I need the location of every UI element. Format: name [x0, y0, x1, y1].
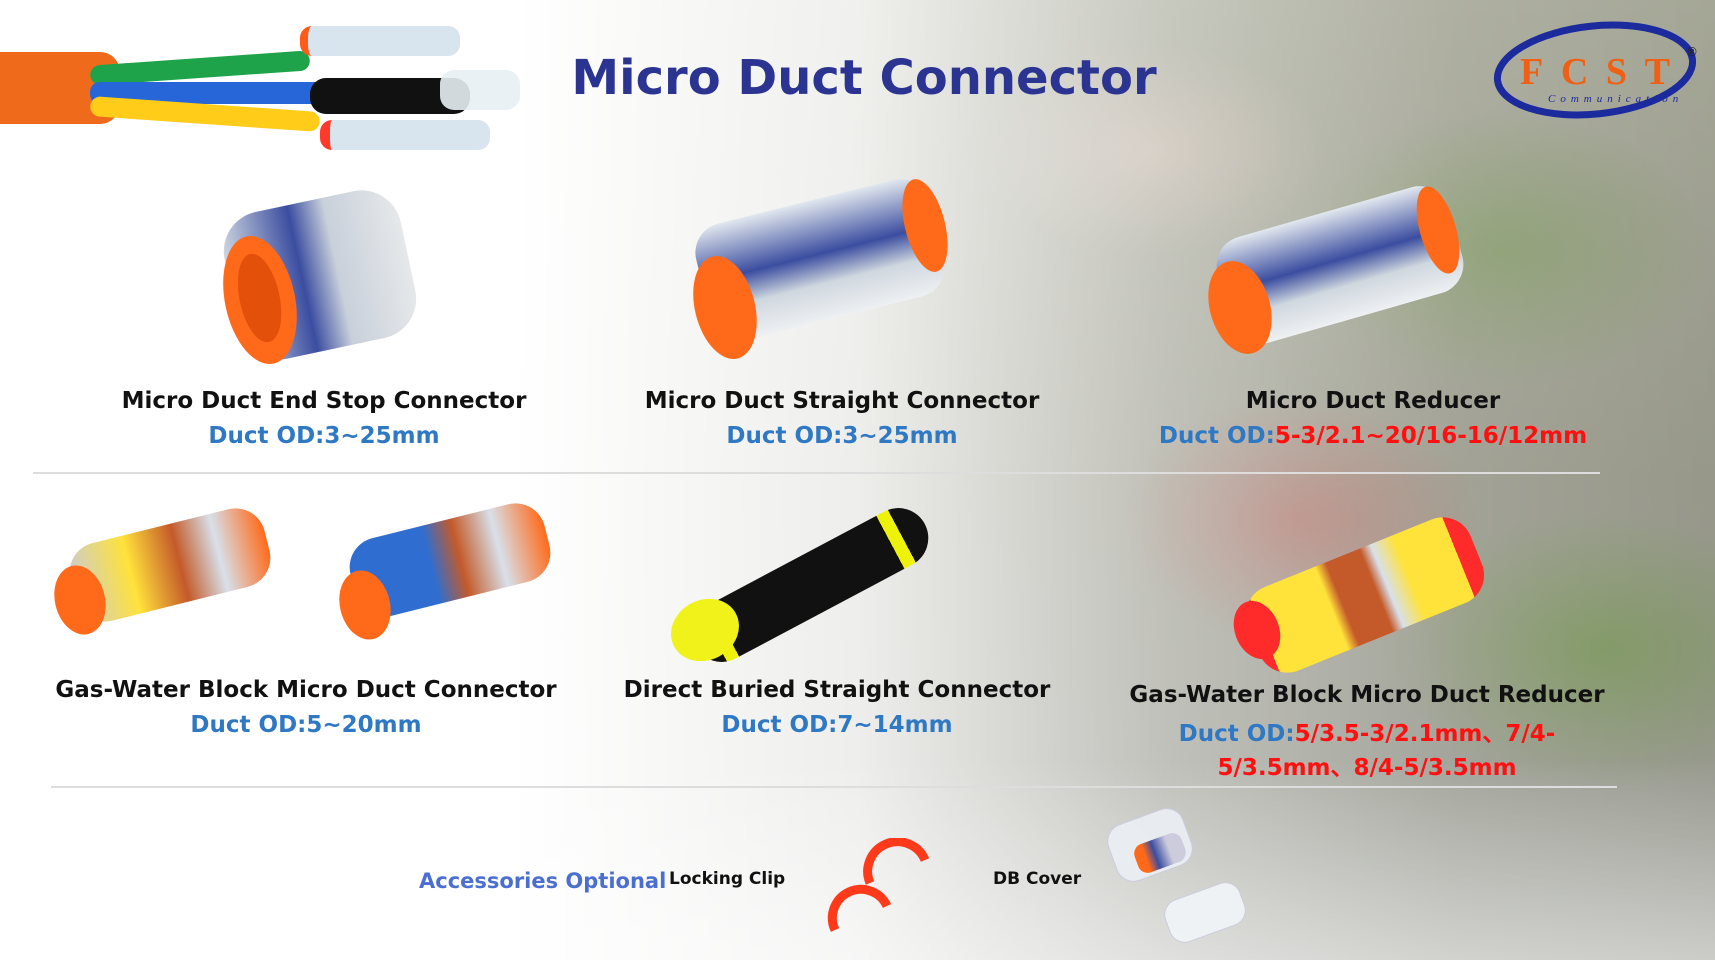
svg-text:®: ® [1686, 45, 1698, 59]
accessory-name: Locking Clip [669, 869, 786, 889]
product-spec: Duct OD:3~25mm [208, 423, 440, 449]
accessories-label: Accessories Optional [419, 869, 667, 893]
product-spec: Duct OD:5/3.5-3/2.1mm、7/4-5/3.5mm、8/4-5/… [1178, 721, 1556, 781]
locking-clip-image [827, 838, 930, 932]
product-spec: Duct OD:3~25mm [726, 423, 958, 449]
product-spec: Duct OD:7~14mm [721, 712, 953, 738]
svg-text:FCST: FCST [1520, 51, 1670, 93]
page-title: Micro Duct Connector [571, 50, 1157, 106]
product-name: Gas-Water Block Micro Duct Reducer [1129, 682, 1605, 708]
product-name: Micro Duct End Stop Connector [121, 388, 527, 414]
svg-text:Communication: Communication [1548, 93, 1683, 105]
hero-cable-image [0, 20, 545, 160]
fcst-logo: FCST Communication ® [1493, 21, 1698, 119]
accessory-name: DB Cover [993, 869, 1082, 889]
section-divider [51, 786, 1617, 788]
product-name: Gas-Water Block Micro Duct Connector [55, 677, 557, 703]
product-name: Micro Duct Straight Connector [644, 388, 1040, 414]
product-spec: Duct OD:5~20mm [190, 712, 422, 738]
product-name: Direct Buried Straight Connector [623, 677, 1051, 703]
product-name: Micro Duct Reducer [1245, 388, 1501, 414]
section-divider [33, 472, 1600, 474]
product-spec: Duct OD:5-3/2.1~20/16-16/12mm [1158, 423, 1588, 449]
